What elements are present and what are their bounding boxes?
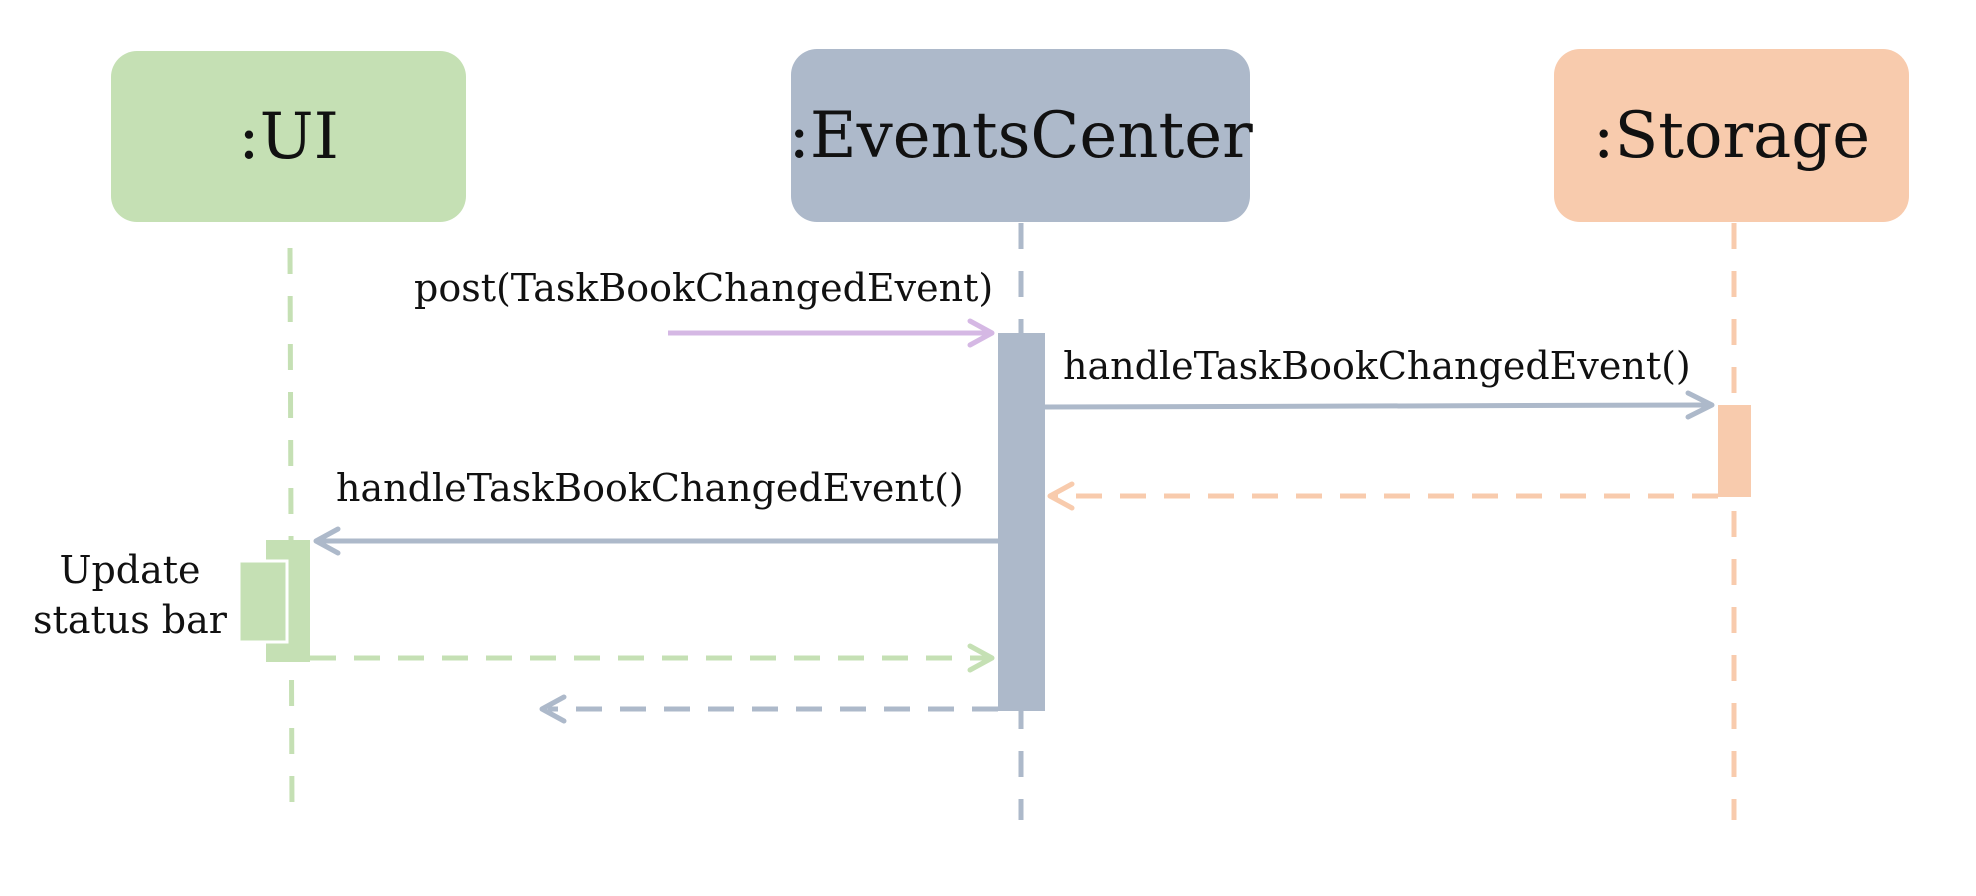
handle-storage-arrowhead (1685, 390, 1715, 420)
ui-participant: :UI (111, 51, 466, 222)
handle-ui-message-label: handleTaskBookChangedEvent() (336, 466, 964, 510)
ui-participant-label: :UI (238, 99, 339, 174)
handle-ui-arrowhead (313, 526, 341, 556)
handle-storage-arrow (1044, 402, 1709, 410)
storage-participant: :Storage (1554, 49, 1909, 222)
post-message-label: post(TaskBookChangedEvent) (414, 266, 994, 310)
handle-storage-message-label: handleTaskBookChangedEvent() (1063, 344, 1691, 388)
post-arrowhead (967, 318, 995, 348)
storage-activation (1718, 405, 1751, 497)
update-status-bar-note: Update status bar (30, 545, 230, 645)
storage-return-arrowhead (1047, 481, 1075, 511)
note-line-2: status bar (33, 598, 227, 642)
events-center-return-arrowhead (539, 694, 567, 724)
note-line-1: Update (59, 548, 201, 592)
ui-return-arrowhead (967, 643, 995, 673)
ui-lifeline (287, 247, 295, 816)
storage-participant-label: :Storage (1592, 98, 1871, 173)
events-center-activation (998, 333, 1045, 711)
events-center-participant: :EventsCenter (788, 49, 1253, 222)
events-center-participant-label: :EventsCenter (788, 98, 1253, 173)
ui-nested-activation (237, 559, 289, 644)
